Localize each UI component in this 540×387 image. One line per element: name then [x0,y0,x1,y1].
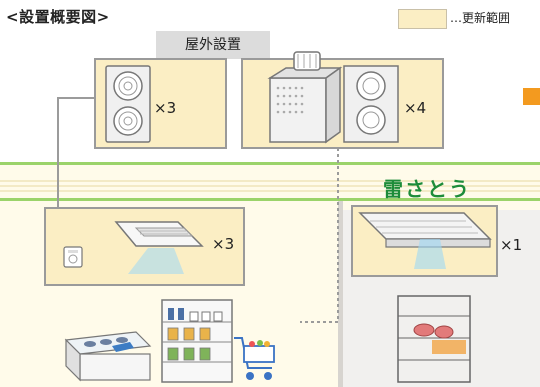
indoor-cassette-count: ×3 [212,235,235,253]
freezer-rack-icon [397,295,471,383]
showcase-icon [161,299,233,383]
remote-controller-icon [63,246,83,268]
diagram-title: <設置概要図> [6,8,110,26]
shopping-cart-icon [234,337,275,380]
outdoor-installation-label: 屋外設置 [156,31,270,59]
ceiling-suspended-unit-icon [358,212,492,269]
store-facade-band [0,164,540,210]
store-ceiling-line [0,198,540,201]
partition-wall [338,201,343,387]
indoor-ceiling-count: ×1 [500,236,523,254]
fan-unit-icon [105,65,151,143]
outdoor-left-count: ×3 [154,99,177,117]
legend-text: …更新範囲 [450,11,511,25]
seafood-case-icon [64,331,152,382]
ceiling-cassette-icon [114,221,204,274]
store-roof-line [0,162,540,165]
cooling-tower-icon [267,51,399,144]
facade-stripes [0,180,540,192]
legend-swatch [398,9,447,29]
shop-name: 雷さとう [383,177,471,201]
orange-marker [523,88,540,105]
outdoor-right-count: ×4 [404,99,427,117]
